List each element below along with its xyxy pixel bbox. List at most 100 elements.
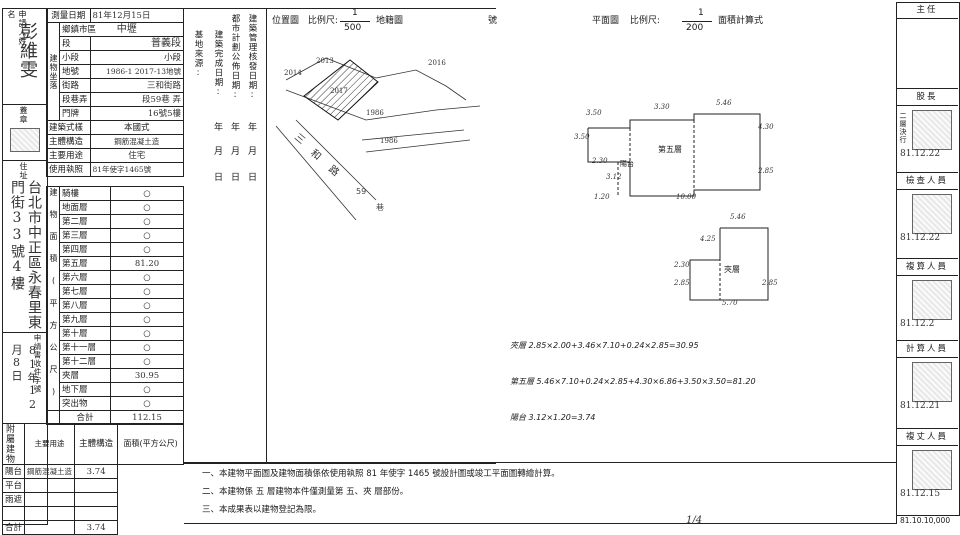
annex-row (1, 506, 184, 521)
road-edge-upper (295, 119, 377, 201)
floor-area-value: ○ (110, 396, 184, 411)
floor-row: 第七層○ (47, 284, 184, 299)
calc-fifth: 第五層 5.46×7.10+0.24×2.85+4.30×6.86+3.50×3… (510, 377, 756, 386)
site-plan-map: 三 和 路 59 巷 (275, 57, 481, 220)
site-scale-label: 比例尺: (307, 16, 338, 26)
floor-name: 騎樓 (59, 186, 111, 201)
lane-label: 59 (356, 187, 366, 196)
site-title-suffix: 地籍圖 (376, 16, 404, 26)
floor-row: 第二層○ (47, 214, 184, 229)
plan-year: 年 (231, 123, 241, 133)
style-label: 建築式樣 (46, 120, 91, 135)
lot-number-label: 2016 (428, 59, 446, 67)
floor-area-value: ○ (110, 382, 184, 397)
dimension-label: 4.25 (700, 235, 716, 243)
approval-seal-stamp (912, 362, 952, 402)
site-plan-panel (266, 8, 496, 464)
balcony-label: 陽台 (620, 159, 634, 168)
dimension-label: 3.12 (606, 173, 622, 181)
street-value: 三和街路 (89, 78, 185, 93)
owner-address: 台北市中正區永春里東門街33號4樓 (9, 180, 42, 330)
floor-name: 第九層 (59, 312, 111, 327)
complete-label: 建築完成日期: (213, 30, 223, 98)
note-3: 三、本成果表以建物登記為限。 (202, 505, 322, 515)
lot-label: 地號 (59, 64, 91, 79)
floor-area-value: ○ (110, 200, 184, 215)
annex-struct-header: 主體構造 (74, 423, 119, 465)
road-edge-lower (275, 125, 357, 220)
door-value: 16號5樓 (89, 106, 185, 121)
dimension-label: 3.30 (654, 103, 670, 111)
dimension-label: 5.46 (730, 213, 746, 221)
dates-column (184, 8, 267, 464)
lot-number-label: 2017 (330, 87, 348, 95)
plan-day: 日 (231, 173, 241, 183)
bottom-scribble: 1/4 (686, 515, 703, 526)
street-label: 街路 (59, 78, 91, 93)
approval-date: 81.12.22 (900, 149, 941, 159)
use-value: 住宅 (89, 148, 185, 163)
structure-value: 鋼筋混凝土造 (89, 134, 185, 149)
floor-scale-num: 1 (698, 8, 704, 18)
approval-title: 複丈人員 (896, 428, 958, 446)
floor-name: 地下層 (59, 382, 111, 397)
location-label: 建物坐落 (49, 53, 58, 90)
city-label: 鄉鎮市區 (62, 24, 97, 35)
floor-name: 第七層 (59, 284, 111, 299)
road-name-2: 和 (308, 147, 323, 163)
lane-label: 段巷弄 (59, 92, 91, 107)
floor-area-value: ○ (110, 354, 184, 369)
stamp-label: 蓋章 (19, 106, 28, 124)
floor-area-value: ○ (110, 214, 184, 229)
note-1: 一、本建物平面圖及建物面積係依使用執照 81 年使字 1465 號設計圖或竣工平… (202, 469, 560, 479)
floor-area-value: ○ (110, 298, 184, 313)
lot-number-label: 1986 (366, 109, 384, 117)
annex-label: 附屬建物 (4, 424, 14, 464)
floor-row: 第八層○ (47, 298, 184, 313)
annex-label-cell: 附屬建物 (1, 423, 26, 465)
dimension-label: 3.50 (574, 133, 590, 141)
floor-scale-bar (682, 21, 712, 22)
base-label: 基地來源: (193, 30, 203, 79)
lane-value: 段59巷 弄 (89, 92, 185, 107)
floor-row: 第十層○ (47, 326, 184, 341)
floor-area-value: ○ (110, 228, 184, 243)
floor-row: 第九層○ (47, 312, 184, 327)
site-scale-num: 1 (352, 8, 358, 18)
permit-value: 81年使字1465號 (89, 162, 185, 177)
plan-label: 都市計劃公佈日期: (230, 14, 240, 101)
dimension-label: 2.85 (758, 167, 774, 175)
site-plan-title: 位置圖 比例尺: (272, 17, 338, 26)
annex-row: 平台 (1, 478, 184, 493)
structure-label: 主體構造 (46, 134, 91, 149)
approval-title: 計算人員 (896, 340, 958, 358)
approval-seal-stamp (912, 280, 952, 320)
subsection-label: 小段 (59, 50, 91, 65)
dimension-label: 1.20 (594, 193, 610, 201)
calc-balcony: 陽台 3.12×1.20=3.74 (510, 413, 596, 422)
building-info-table: 測量日期 81年12月15日 建物坐落 鄉鎮市區 中壢 段 普義段 小段 小段 … (46, 8, 185, 177)
owner-name: 彭維雯 (17, 22, 38, 79)
floor-scale-den: 200 (686, 23, 704, 33)
approval-date: 81.12.2 (900, 319, 935, 329)
subsection-value: 小段 (89, 50, 185, 65)
approval-date: 81.12.15 (900, 489, 941, 499)
calc-mezz: 夾層 2.85×2.00+3.46×7.10+0.24×2.85=30.95 (510, 341, 699, 350)
floor-area-value: ○ (110, 326, 184, 341)
section-label: 段 (59, 36, 91, 51)
approval-seal-stamp (912, 194, 952, 234)
fifth-floor-outline (587, 113, 761, 197)
floor-area-value: ○ (110, 186, 184, 201)
floor-name: 第十層 (59, 326, 111, 341)
complete-day: 日 (214, 173, 224, 183)
annex-use: 陽台 (1, 464, 26, 479)
floor-title: 平面圖 (592, 16, 620, 26)
lane-label-2: 巷 (376, 203, 384, 212)
use-label: 主要用途 (46, 148, 91, 163)
mezz-label: 夾層 (724, 265, 740, 274)
site-scale-bar (340, 21, 370, 22)
owner-label: 申請人姓名 (7, 10, 27, 46)
approval-title: 股長 (896, 88, 958, 106)
